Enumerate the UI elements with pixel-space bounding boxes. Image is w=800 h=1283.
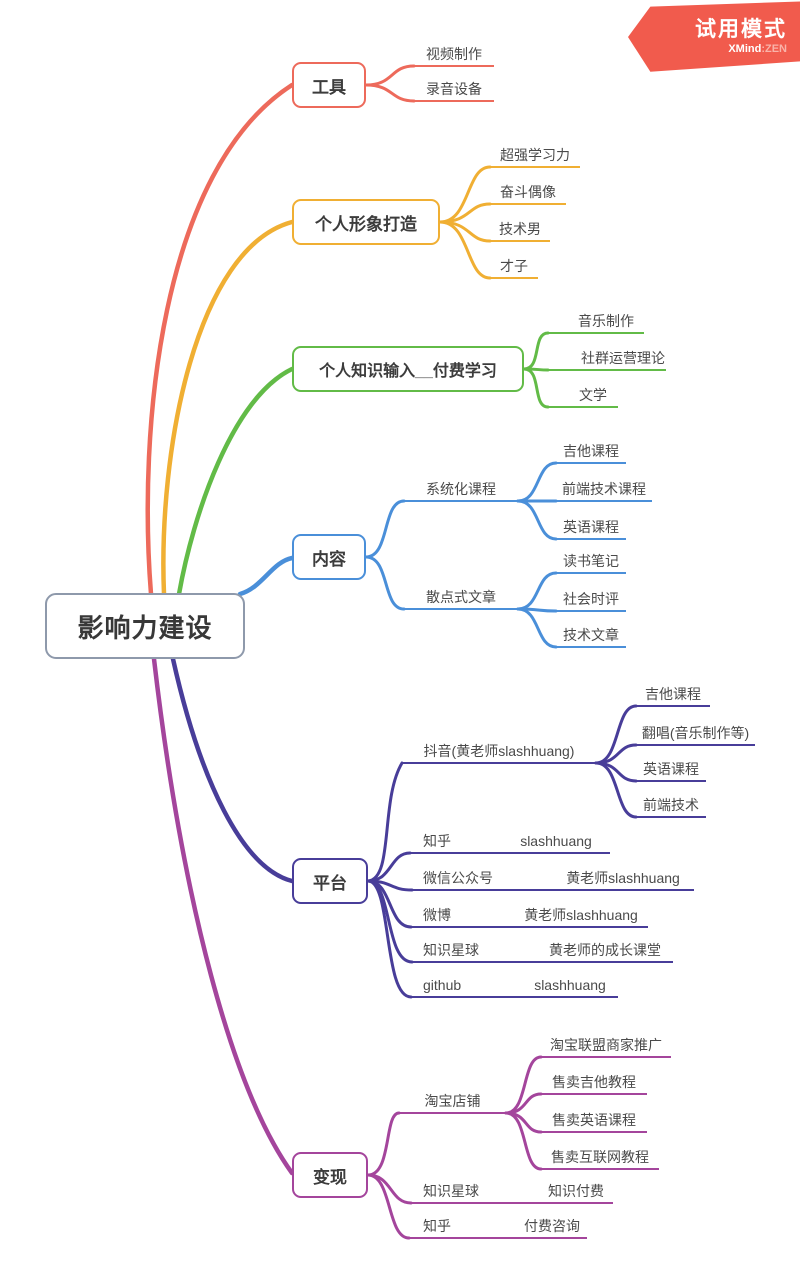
leaf-wechat-account[interactable]: 黄老师slashhuang [512, 870, 694, 891]
leaf-tech-guy[interactable]: 技术男 [490, 221, 550, 242]
leaf-social-commentary[interactable]: 社会时评 [556, 591, 626, 612]
leaf-struggle-idol[interactable]: 奋斗偶像 [490, 184, 566, 205]
leaf-taobao-alliance-promo[interactable]: 淘宝联盟商家推广 [541, 1037, 671, 1058]
subtopic-zhishixingqiu[interactable]: 知识星球 [412, 942, 503, 963]
leaf-zhihu-account[interactable]: slashhuang [492, 833, 610, 854]
topic-personal-branding[interactable]: 个人形象打造 [292, 199, 440, 245]
topic-content[interactable]: 内容 [292, 534, 366, 580]
leaf-recording-equipment[interactable]: 录音设备 [414, 81, 494, 102]
leaf-talent[interactable]: 才子 [490, 258, 538, 279]
leaf-douyin-cover-songs[interactable]: 翻唱(音乐制作等) [636, 725, 755, 746]
leaf-paid-consulting[interactable]: 付费咨询 [490, 1218, 587, 1239]
subtopic-weibo[interactable]: 微博 [411, 907, 492, 928]
root-topic[interactable]: 影响力建设 [45, 593, 245, 659]
subtopic-wechat-official[interactable]: 微信公众号 [412, 870, 512, 891]
topic-knowledge-input[interactable]: 个人知识输入__付费学习 [292, 346, 524, 392]
subtopic-zhihu-monetize[interactable]: 知乎 [409, 1218, 490, 1239]
leaf-sell-internet-tutorials[interactable]: 售卖互联网教程 [541, 1149, 659, 1170]
leaf-video-production[interactable]: 视频制作 [414, 46, 494, 67]
subtopic-systematic-courses[interactable]: 系统化课程 [404, 481, 518, 502]
subtopic-zhihu[interactable]: 知乎 [410, 833, 492, 854]
subtopic-taobao-shop[interactable]: 淘宝店铺 [399, 1093, 506, 1114]
zen-suffix-text: :ZEN [761, 43, 787, 55]
leaf-douyin-guitar[interactable]: 吉他课程 [636, 686, 710, 707]
leaf-zhishixingqiu-account[interactable]: 黄老师的成长课堂 [503, 942, 673, 963]
trial-mode-label: 试用模式 [695, 18, 787, 41]
topic-platform[interactable]: 平台 [292, 858, 368, 904]
leaf-tech-articles[interactable]: 技术文章 [556, 627, 626, 648]
topic-monetization[interactable]: 变现 [292, 1152, 368, 1198]
subtopic-zhishixingqiu-monetize[interactable]: 知识星球 [411, 1183, 503, 1204]
leaf-knowledge-paid[interactable]: 知识付费 [503, 1183, 613, 1204]
subtopic-scattered-articles[interactable]: 散点式文章 [404, 589, 518, 610]
leaf-github-account[interactable]: slashhuang [492, 977, 618, 998]
leaf-sell-english-courses[interactable]: 售卖英语课程 [541, 1112, 647, 1133]
xmind-zen-logo: XMind:ZEN [728, 42, 787, 56]
subtopic-douyin[interactable]: 抖音(黄老师slashhuang) [402, 743, 596, 764]
leaf-douyin-english[interactable]: 英语课程 [636, 761, 706, 782]
leaf-reading-notes[interactable]: 读书笔记 [556, 553, 626, 574]
xmind-brand-text: XMind [728, 43, 762, 55]
leaf-community-ops-theory[interactable]: 社群运营理论 [548, 350, 666, 371]
topic-tools[interactable]: 工具 [292, 62, 366, 108]
subtopic-github[interactable]: github [411, 977, 492, 998]
leaf-douyin-frontend[interactable]: 前端技术 [636, 797, 706, 818]
leaf-super-learning[interactable]: 超强学习力 [490, 147, 580, 168]
leaf-guitar-course[interactable]: 吉他课程 [556, 443, 626, 464]
leaf-frontend-course[interactable]: 前端技术课程 [556, 481, 652, 502]
leaf-literature[interactable]: 文学 [548, 387, 618, 408]
leaf-music-production[interactable]: 音乐制作 [548, 313, 644, 334]
leaf-english-course[interactable]: 英语课程 [556, 519, 626, 540]
trial-mode-badge[interactable]: 试用模式 XMind:ZEN [628, 1, 800, 72]
leaf-weibo-account[interactable]: 黄老师slashhuang [492, 907, 648, 928]
leaf-sell-guitar-tutorials[interactable]: 售卖吉他教程 [541, 1074, 647, 1095]
